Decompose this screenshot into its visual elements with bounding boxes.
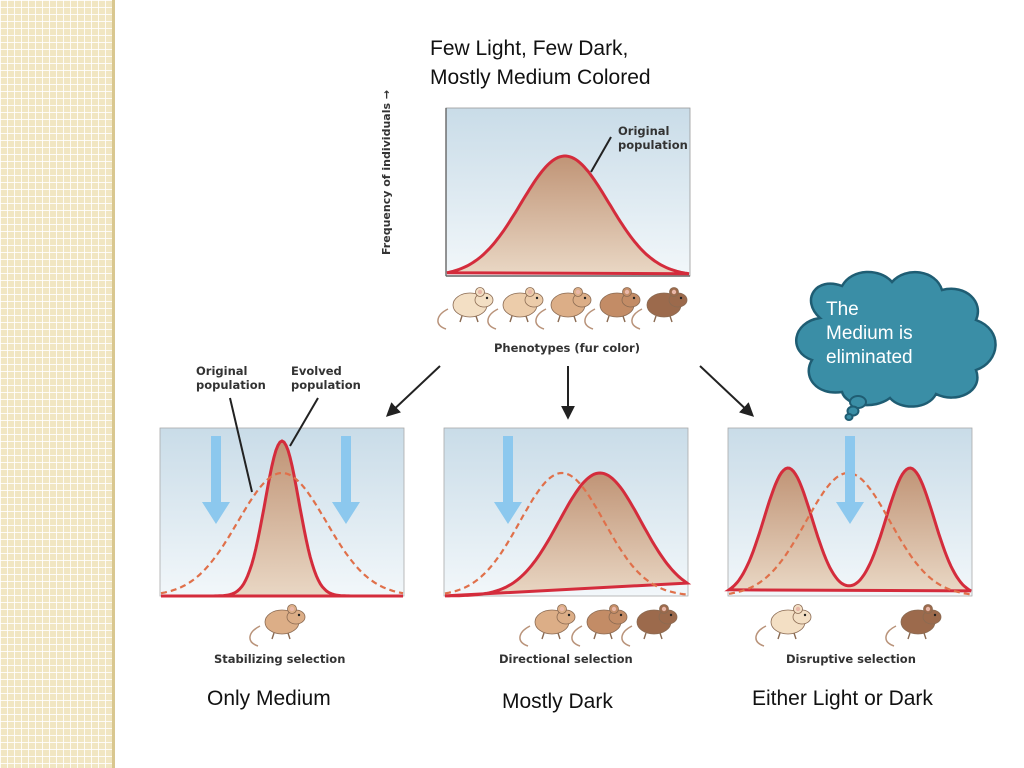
arrow-to-stabilizing: [385, 365, 441, 417]
mouse-icon-medium: [249, 603, 306, 647]
stabilizing-original-curve: [160, 471, 404, 595]
header-line-1: Few Light, Few Dark,: [430, 37, 629, 60]
mouse-icon-light: [755, 603, 812, 647]
border-divider: [112, 0, 115, 768]
mouse-icon-dark: [885, 603, 942, 647]
decorative-border-pattern: [0, 0, 112, 768]
arrow-to-disruptive: [699, 365, 755, 417]
stabilizing-description: Only Medium: [207, 687, 331, 710]
mouse-icon-medium: [535, 286, 592, 330]
stabilizing-evolved-curve: [161, 439, 403, 598]
y-axis-label: Frequency of individuals →: [380, 89, 393, 255]
stabilizing-original-label: Original population: [196, 364, 266, 392]
mouse-icon-light-medium: [487, 286, 544, 330]
original-population-label: Original population: [618, 124, 688, 152]
callout-text: The Medium is eliminated: [826, 299, 913, 368]
disruptive-caption: Disruptive selection: [786, 652, 916, 666]
directional-description: Mostly Dark: [502, 690, 613, 713]
phenotype-mice-row: [437, 286, 688, 330]
x-axis-label: Phenotypes (fur color): [494, 341, 640, 355]
header-line-2: Mostly Medium Colored: [430, 66, 651, 89]
disruptive-evolved-curve: [724, 466, 972, 593]
original-population-curve: [446, 154, 690, 276]
disruptive-original-curve: [728, 471, 972, 596]
disruptive-description: Either Light or Dark: [752, 687, 933, 710]
original-label-pointer: [229, 397, 253, 493]
mouse-icon-light: [437, 286, 494, 330]
mouse-icon-medium-dark: [571, 603, 628, 647]
directional-evolved-curve: [444, 471, 692, 598]
mouse-icon-medium: [519, 603, 576, 647]
directional-caption: Directional selection: [499, 652, 633, 666]
mouse-icon-dark: [631, 286, 688, 330]
directional-original-curve: [444, 471, 688, 596]
original-population-pointer: [590, 136, 612, 173]
evolved-label-pointer: [289, 397, 319, 447]
stabilizing-evolved-label: Evolved population: [291, 364, 361, 392]
stabilizing-caption: Stabilizing selection: [214, 652, 346, 666]
mouse-icon-dark: [621, 603, 678, 647]
thought-cloud-icon: [795, 270, 997, 421]
